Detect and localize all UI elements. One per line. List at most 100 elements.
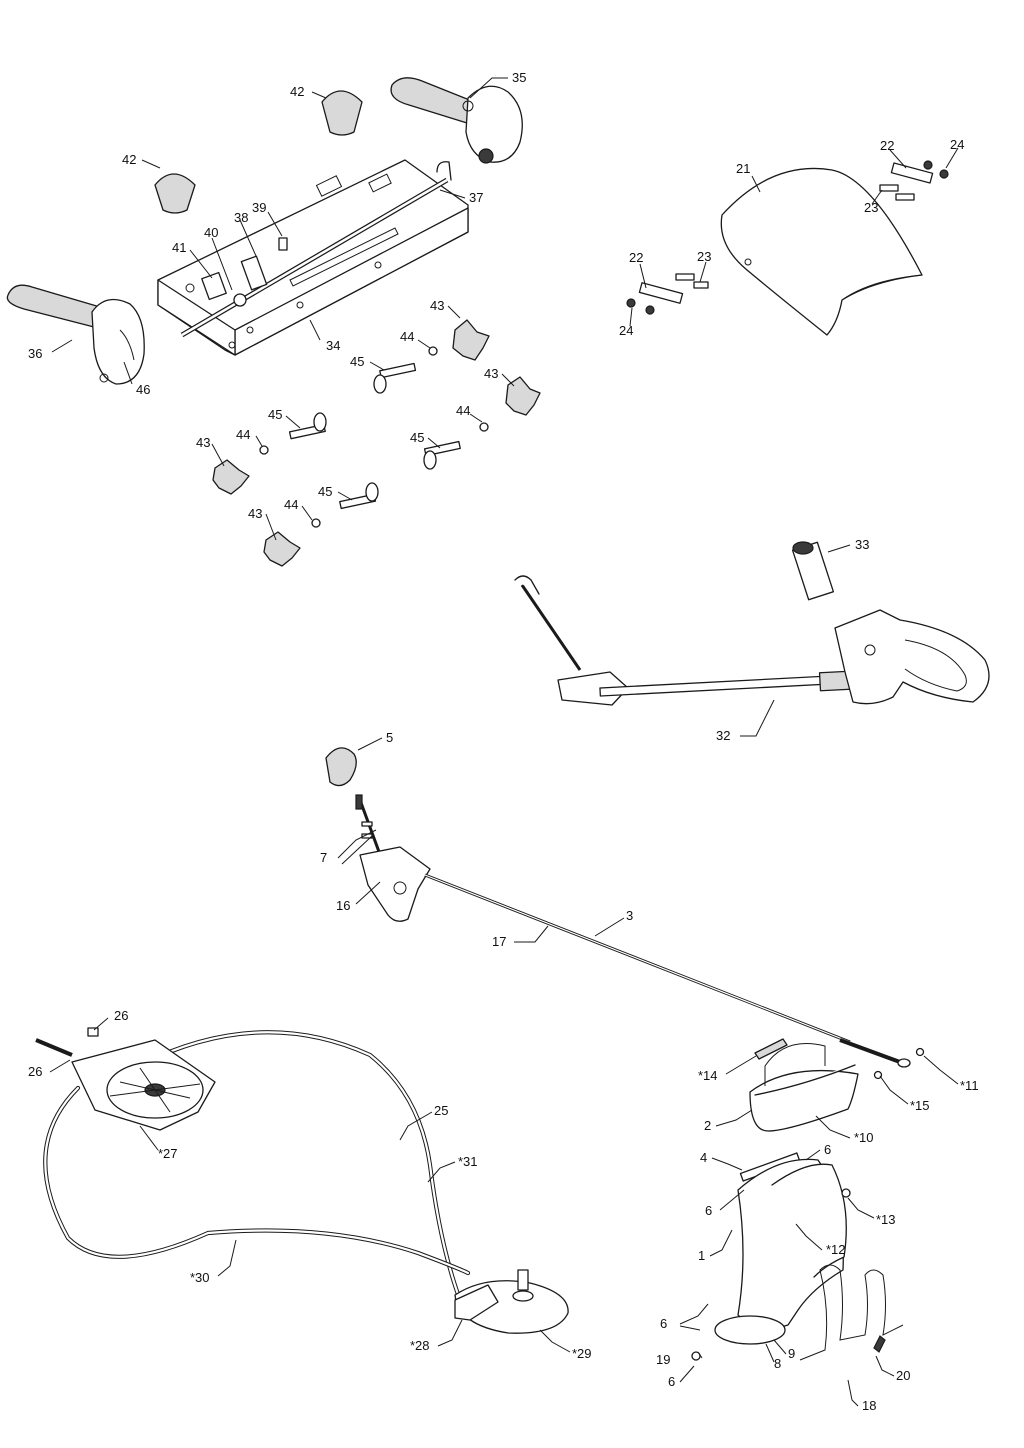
part-2-chute-head — [749, 1064, 859, 1132]
leader-lines — [49, 77, 959, 1407]
callout-28: *28 — [410, 1338, 430, 1353]
part-43-star-knob — [452, 319, 490, 361]
callout-43: 43 — [484, 366, 498, 381]
callout-11: *11 — [960, 1078, 979, 1093]
part-43-star-knob — [505, 376, 541, 416]
callout-22: 22 — [629, 250, 643, 265]
part-42-knob — [321, 90, 363, 136]
part-38-bracket — [240, 255, 268, 291]
part-27-upper-gear-assembly — [71, 1039, 216, 1131]
callout-45: 45 — [350, 354, 364, 369]
callout-37: 37 — [469, 190, 483, 205]
part-28-bracket — [454, 1284, 499, 1321]
part-32-crank-handle — [834, 609, 990, 705]
part-23-screw — [879, 184, 899, 192]
part-23-screw — [693, 281, 709, 289]
part-45-carriage-bolt — [339, 482, 379, 510]
callout-39: 39 — [252, 200, 266, 215]
callout-6: 6 — [660, 1316, 667, 1331]
part-45-carriage-bolt — [288, 412, 327, 440]
callout-14: *14 — [698, 1068, 718, 1083]
callout-16: 16 — [336, 898, 350, 913]
part-24-nut — [939, 169, 949, 179]
part-24-nut — [923, 160, 933, 170]
deflector-assembly — [626, 160, 949, 336]
callout-38: 38 — [234, 210, 248, 225]
callout-43: 43 — [248, 506, 262, 521]
callout-9: 9 — [788, 1346, 795, 1361]
chute-rotation-system — [35, 1027, 569, 1334]
callout-42: 42 — [290, 84, 304, 99]
callout-8: 8 — [774, 1356, 781, 1371]
part-26-screw — [87, 1027, 99, 1037]
part-36-handle-left — [6, 284, 145, 385]
callout-2: 2 — [704, 1118, 711, 1133]
part-37-shaft — [180, 161, 452, 338]
part-45-carriage-bolt — [373, 362, 417, 394]
callout-25: 25 — [434, 1103, 448, 1118]
part-40-bushing — [233, 293, 247, 307]
callout-12: *12 — [826, 1242, 846, 1257]
shift-control-assembly — [325, 747, 925, 1080]
callout-22: 22 — [880, 138, 894, 153]
callout-6: 6 — [705, 1203, 712, 1218]
callout-31: *31 — [458, 1154, 478, 1169]
part-45-carriage-bolt — [423, 440, 461, 470]
discharge-chute-assembly — [691, 1038, 904, 1361]
spring-eye-bolt — [839, 1038, 925, 1080]
callout-45: 45 — [410, 430, 424, 445]
part-18-handle-rod — [799, 1264, 904, 1361]
part-35-handle-right — [390, 77, 523, 164]
callout-43: 43 — [430, 298, 444, 313]
part-24-nut — [645, 305, 655, 315]
part-42-knob — [154, 173, 196, 214]
part-43-star-knob — [212, 459, 250, 495]
part-20-spring — [873, 1335, 886, 1353]
callout-6: 6 — [824, 1142, 831, 1157]
callout-6: 6 — [668, 1374, 675, 1389]
callout-21: 21 — [736, 161, 750, 176]
callout-labels: 35 42 42 37 39 38 40 41 34 36 46 45 44 4… — [28, 70, 979, 1413]
callout-4: 4 — [700, 1150, 707, 1165]
callout-40: 40 — [204, 225, 218, 240]
part-23-screw — [895, 193, 915, 201]
callout-7: 7 — [320, 850, 327, 865]
callout-27: *27 — [158, 1146, 178, 1161]
callout-24: 24 — [950, 137, 964, 152]
callout-44: 44 — [236, 427, 250, 442]
callout-5: 5 — [386, 730, 393, 745]
callout-29: *29 — [572, 1346, 592, 1361]
callout-43: 43 — [196, 435, 210, 450]
callout-34: 34 — [326, 338, 340, 353]
part-26-screw — [35, 1038, 73, 1057]
part-44-washer — [311, 518, 321, 528]
part-39-screw — [278, 237, 288, 251]
callout-33: 33 — [855, 537, 869, 552]
callout-23: 23 — [864, 200, 878, 215]
part-5-knob — [325, 747, 357, 787]
callout-45: 45 — [268, 407, 282, 422]
callout-20: 20 — [896, 1368, 910, 1383]
part-19-nut — [691, 1351, 701, 1361]
part-24-nut — [626, 298, 636, 308]
callout-36: 36 — [28, 346, 42, 361]
callout-13: *13 — [876, 1212, 896, 1227]
part-44-washer — [479, 422, 489, 432]
callout-45: 45 — [318, 484, 332, 499]
callout-24: 24 — [619, 323, 633, 338]
part-22-plate — [638, 282, 684, 304]
callout-10: *10 — [854, 1130, 874, 1145]
part-44-washer — [428, 346, 438, 356]
callout-32: 32 — [716, 728, 730, 743]
callout-44: 44 — [284, 497, 298, 512]
control-panel-assembly — [6, 77, 541, 567]
part-23-screw — [675, 273, 695, 281]
callout-26: 26 — [28, 1064, 42, 1079]
part-21-chute-deflector — [720, 167, 923, 336]
part-14-spring — [754, 1038, 788, 1060]
callout-19: 19 — [656, 1352, 670, 1367]
part-13-nut — [841, 1188, 851, 1198]
callout-17: 17 — [492, 934, 506, 949]
callout-26: 26 — [114, 1008, 128, 1023]
